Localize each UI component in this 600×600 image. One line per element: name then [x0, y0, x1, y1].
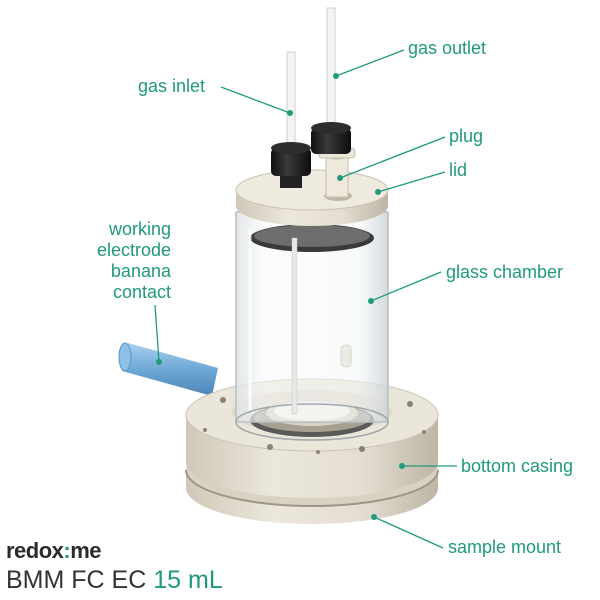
label-bottom-casing: bottom casing	[461, 456, 574, 476]
label-working-electrode-line: contact	[112, 282, 171, 302]
brand-name-a: redox	[6, 538, 64, 563]
leader-lid	[377, 171, 446, 193]
banana-contact-tube	[118, 342, 218, 396]
label-gas-inlet: gas inlet	[138, 76, 206, 96]
product-model: BMM FC EC	[6, 566, 147, 594]
label-sample-mount: sample mount	[448, 537, 562, 557]
label-lid: lid	[449, 160, 468, 180]
gas-outlet-tube	[311, 7, 351, 154]
lid-body	[235, 169, 389, 226]
glass-chamber-body	[235, 211, 389, 441]
leader-working-electrode	[154, 304, 160, 363]
product-title: BMM FC EC 15 mL	[6, 566, 223, 595]
label-working-electrode-line: banana	[110, 261, 171, 281]
leader-sample-mount	[373, 516, 444, 549]
leader-gas-inlet	[220, 86, 291, 114]
label-working-electrode-line: working	[108, 219, 171, 239]
label-glass-chamber: glass chamber	[446, 262, 564, 282]
leader-plug	[339, 136, 446, 179]
leader-lines	[154, 49, 457, 549]
label-plug: plug	[449, 126, 484, 146]
brand-logo: redox:me	[6, 538, 102, 564]
label-working-electrode-line: electrode	[96, 240, 171, 260]
brand-name-b: me	[70, 538, 102, 563]
label-gas-outlet: gas outlet	[408, 38, 487, 58]
label-working-electrode: working electrode banana contact	[70, 219, 171, 303]
product-volume: 15 mL	[153, 566, 223, 594]
gas-inlet-tube	[271, 51, 311, 188]
leader-glass-chamber	[370, 271, 442, 302]
leader-gas-outlet	[335, 49, 405, 77]
brand-name-sep: :	[63, 538, 71, 563]
